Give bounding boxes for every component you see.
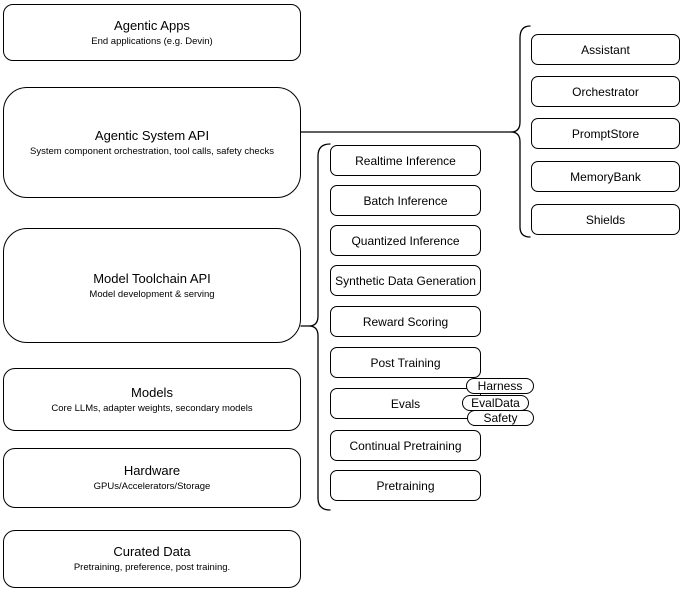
component-shields: Shields (531, 204, 680, 235)
layer-title: Agentic Apps (114, 17, 190, 33)
toolchain-services-brace (308, 143, 331, 511)
layer-title: Curated Data (113, 544, 191, 559)
component-orchestrator: Orchestrator (531, 76, 680, 107)
component-label: PromptStore (571, 126, 640, 141)
layer-curated-data: Curated Data Pretraining, preference, po… (3, 530, 301, 588)
evals-tag-evaldata: EvalData (462, 395, 529, 411)
layer-subtitle: GPUs/Accelerators/Storage (93, 481, 211, 492)
layer-subtitle: Model development & serving (89, 288, 215, 300)
service-continual-pretraining: Continual Pretraining (330, 430, 481, 461)
component-label: Shields (585, 212, 626, 227)
service-realtime-inference: Realtime Inference (330, 145, 481, 176)
tag-label: Harness (477, 378, 523, 393)
layer-model-toolchain-api: Model Toolchain API Model development & … (3, 228, 301, 343)
service-post-training: Post Training (330, 347, 481, 378)
component-assistant: Assistant (531, 34, 680, 65)
evals-tag-safety: Safety (467, 410, 534, 426)
layer-title: Hardware (123, 463, 181, 478)
layer-subtitle: Core LLMs, adapter weights, secondary mo… (51, 402, 253, 414)
layer-models: Models Core LLMs, adapter weights, secon… (3, 368, 301, 431)
component-memorybank: MemoryBank (531, 161, 680, 192)
service-label: Realtime Inference (355, 153, 456, 168)
service-label: Evals (390, 396, 421, 411)
layer-hardware: Hardware GPUs/Accelerators/Storage (3, 448, 301, 508)
layer-subtitle: End applications (e.g. Devin) (91, 35, 213, 47)
system-components-brace (510, 25, 531, 238)
evals-tag-harness: Harness (466, 378, 534, 394)
layer-agentic-apps: Agentic Apps End applications (e.g. Devi… (3, 4, 301, 61)
service-label: Quantized Inference (351, 233, 460, 248)
component-label: Orchestrator (572, 84, 639, 99)
layer-title: Models (131, 384, 173, 400)
layer-subtitle: System component orchestration, tool cal… (30, 145, 274, 157)
service-label: Post Training (370, 355, 441, 370)
service-batch-inference: Batch Inference (330, 185, 481, 216)
service-pretraining: Pretraining (330, 470, 481, 501)
service-synthetic-data-generation: Synthetic Data Generation (330, 265, 481, 296)
service-label: Continual Pretraining (349, 438, 462, 453)
component-label: MemoryBank (570, 169, 641, 184)
layer-subtitle: Pretraining, preference, post training. (73, 562, 231, 573)
tag-label: Safety (483, 410, 518, 425)
service-label: Pretraining (376, 478, 435, 493)
service-quantized-inference: Quantized Inference (330, 225, 481, 256)
service-label: Synthetic Data Generation (335, 273, 476, 288)
service-reward-scoring: Reward Scoring (330, 306, 481, 337)
service-label: Reward Scoring (362, 314, 449, 329)
layer-title: Agentic System API (94, 127, 210, 143)
layer-title: Model Toolchain API (93, 270, 211, 286)
service-evals: Evals (330, 388, 481, 419)
tag-label: EvalData (471, 395, 520, 410)
service-label: Batch Inference (363, 193, 448, 208)
component-label: Assistant (581, 42, 630, 57)
component-promptstore: PromptStore (531, 118, 680, 149)
layer-agentic-system-api: Agentic System API System component orch… (3, 87, 301, 198)
